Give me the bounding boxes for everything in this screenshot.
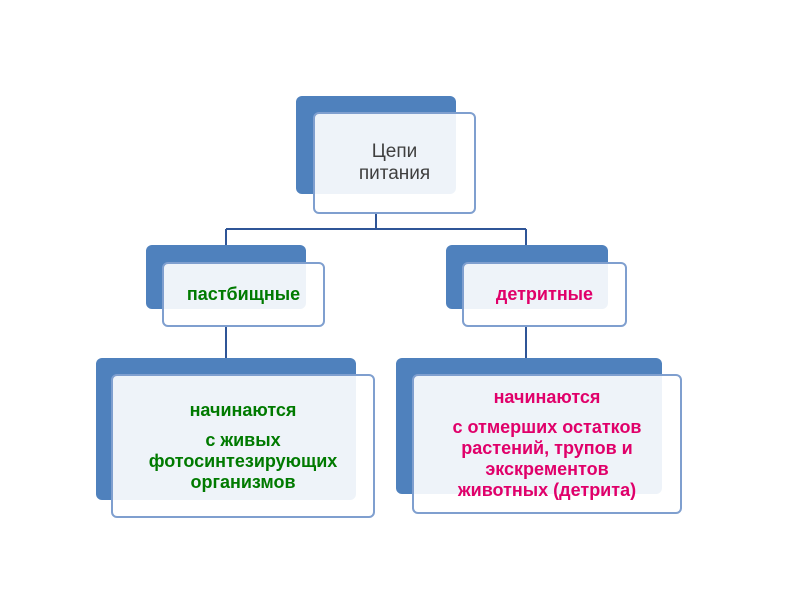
left-desc-node: начинаются с живых фотосинтезирующих орг… xyxy=(111,374,375,518)
root-node: Цепи питания xyxy=(313,112,476,214)
root-line-2: питания xyxy=(358,163,431,184)
right-desc-node: начинаются с отмерших остатков растений,… xyxy=(412,374,682,514)
right-desc-line-2: с отмерших остатков xyxy=(452,417,642,437)
left-desc-line-3: фотосинтезирующих xyxy=(148,450,338,471)
right-type-node: детритные xyxy=(462,262,627,327)
left-type-node: пастбищные xyxy=(162,262,325,327)
root-line-1: Цепи xyxy=(371,141,418,162)
right-type-label: детритные xyxy=(495,284,594,304)
right-desc-line-3: растений, трупов и xyxy=(461,438,633,458)
left-desc-line-2: с живых xyxy=(205,429,281,450)
right-desc-line-1: начинаются xyxy=(493,387,601,407)
right-desc-line-4: экскрементов xyxy=(485,459,609,479)
left-desc-line-1: начинаются xyxy=(189,399,297,420)
left-type-label: пастбищные xyxy=(186,284,301,304)
left-desc-line-4: организмов xyxy=(190,471,296,492)
right-desc-line-5: животных (детрита) xyxy=(457,480,637,500)
